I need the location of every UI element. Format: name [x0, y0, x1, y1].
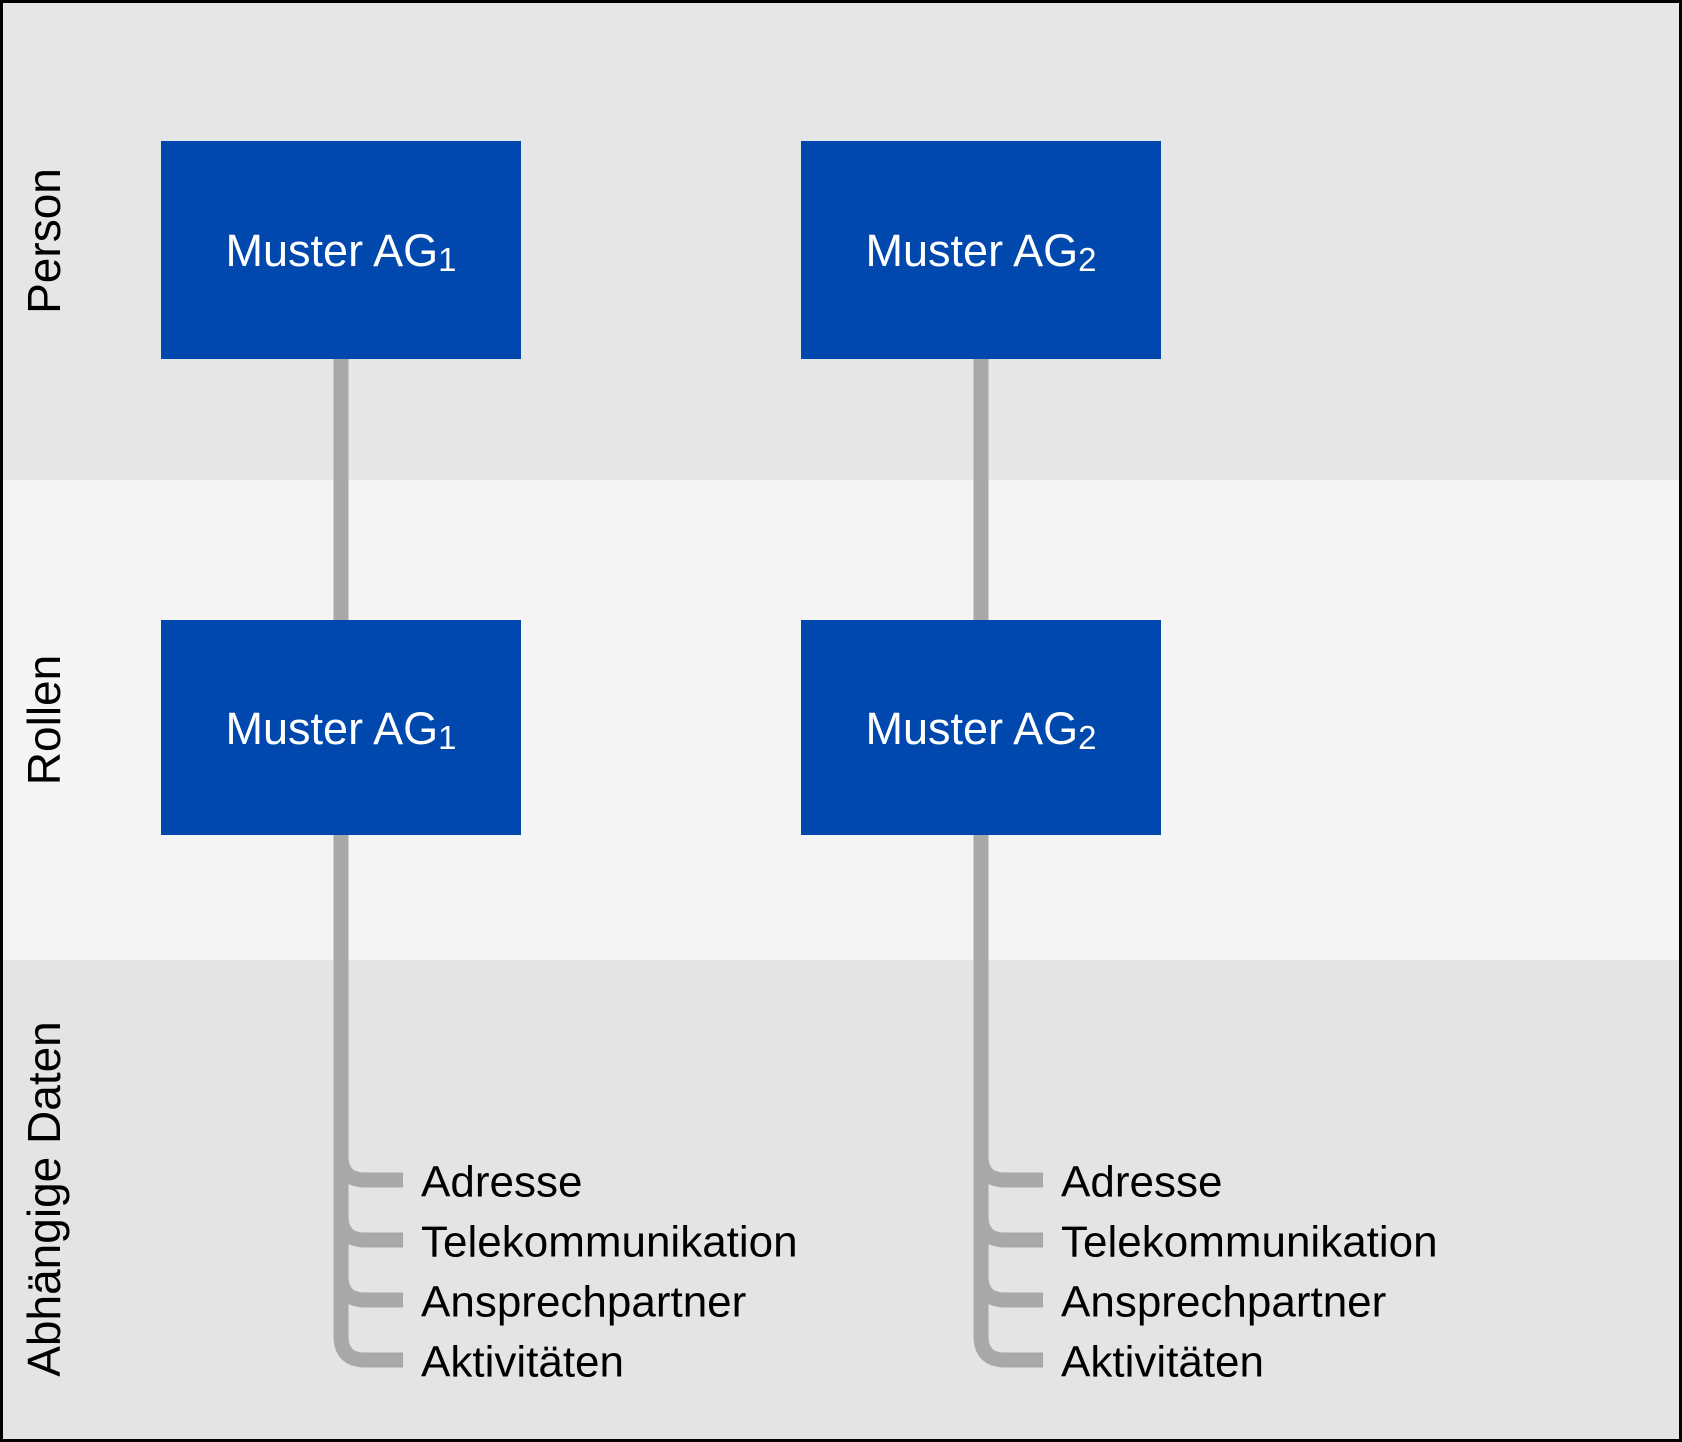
person-box-1-label-sub: 1 — [438, 241, 456, 278]
connector-branch-adresse-1 — [333, 1135, 403, 1188]
connector-trunk-1 — [333, 800, 403, 1368]
role-box-1 — [161, 620, 521, 835]
connector-branch-adresse-2 — [973, 1135, 1043, 1188]
connector-branch-ansprechpartner-1 — [333, 1255, 403, 1308]
dependent-label-telekommunikation-2: Telekommunikation — [1061, 1218, 1438, 1267]
person-box-2-label-base: Muster AG — [866, 225, 1079, 276]
role-box-2-label-base: Muster AG — [866, 703, 1079, 754]
dependent-label-aktivitaeten-1: Aktivitäten — [421, 1338, 624, 1387]
connector-branch-telekommunikation-1 — [333, 1195, 403, 1248]
connector-branch-telekommunikation-2 — [973, 1195, 1043, 1248]
dependent-labels-1: Adresse Telekommunikation Ansprechpartne… — [421, 1158, 798, 1387]
person-box-2 — [801, 141, 1161, 359]
dependent-label-telekommunikation-1: Telekommunikation — [421, 1218, 798, 1267]
lane-label-rollen: Rollen — [18, 655, 70, 785]
dependent-label-ansprechpartner-2: Ansprechpartner — [1061, 1278, 1386, 1327]
person-box-2-label: Muster AG2 — [866, 225, 1097, 278]
role-box-1-label-base: Muster AG — [226, 703, 439, 754]
person-box-2-label-sub: 2 — [1078, 241, 1096, 278]
dependent-label-ansprechpartner-1: Ansprechpartner — [421, 1278, 746, 1327]
connector-trunk-2 — [973, 800, 1043, 1368]
role-box-2-label: Muster AG2 — [866, 703, 1097, 756]
role-box-1-label-sub: 1 — [438, 719, 456, 756]
dependent-label-adresse-1: Adresse — [421, 1158, 582, 1207]
dependent-labels-2: Adresse Telekommunikation Ansprechpartne… — [1061, 1158, 1438, 1387]
person-box-1 — [161, 141, 521, 359]
lane-label-person: Person — [18, 168, 70, 314]
role-box-2 — [801, 620, 1161, 835]
connector-branch-ansprechpartner-2 — [973, 1255, 1043, 1308]
role-box-1-label: Muster AG1 — [226, 703, 457, 756]
lane-label-abhaengige-daten: Abhängige Daten — [18, 1021, 70, 1377]
lane-abhaengige-daten — [0, 960, 1682, 1442]
dependent-label-adresse-2: Adresse — [1061, 1158, 1222, 1207]
dependent-label-aktivitaeten-2: Aktivitäten — [1061, 1338, 1264, 1387]
role-box-2-label-sub: 2 — [1078, 719, 1096, 756]
person-box-1-label: Muster AG1 — [226, 225, 457, 278]
person-box-1-label-base: Muster AG — [226, 225, 439, 276]
